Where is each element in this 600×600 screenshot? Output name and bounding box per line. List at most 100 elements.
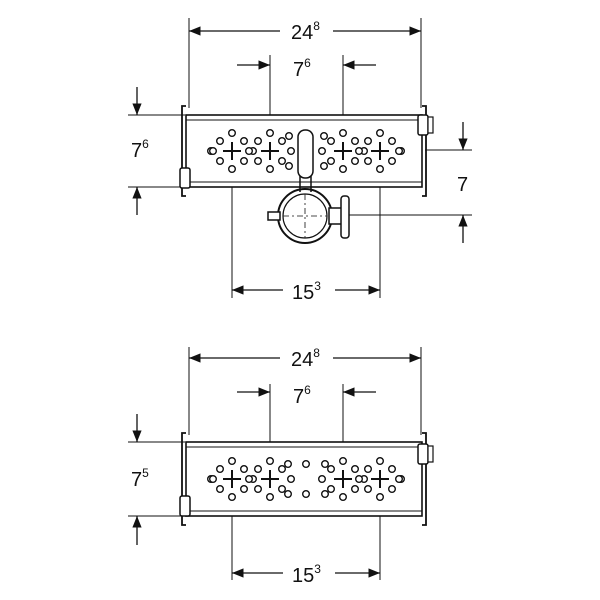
rail-hole [287,146,296,155]
dim-main: 7 [131,140,142,162]
rail-hole [376,128,385,137]
rail-hole [364,485,373,494]
dim-sup: 6 [142,137,149,151]
dim-sup: 8 [313,346,320,360]
pipe-clamp [267,176,350,244]
rail-hole [318,146,327,155]
rail-hole [266,128,275,137]
rail-hole [227,164,236,173]
rail-hole [266,164,275,173]
rail-hole [215,156,224,165]
dim-main: 7 [293,59,304,81]
rail-hole [351,465,360,474]
rail-hole [327,156,336,165]
rail-hole [278,465,287,474]
rail-hole [302,460,311,469]
dim-pipe-offset-top: 7 [457,122,468,243]
rail-hole [244,475,253,484]
rail-hole [364,156,373,165]
svg-text:153: 153 [292,562,321,587]
dim-height-bottom: 75 [131,414,149,545]
hole-pattern-top [206,128,406,173]
mounting-rail-top [179,105,434,197]
rail-hole [253,465,262,474]
rail-hole [364,136,373,145]
rail-hole [266,457,275,466]
rail-hole [376,493,385,502]
rail-hole [285,161,294,170]
rail-hole [320,131,329,140]
rail-hole [208,475,217,484]
rail-hole [395,146,404,155]
rail-hole [244,146,253,155]
top-view: 248 76 76 7 153 [128,18,472,304]
rail-hole [351,156,360,165]
dim-main: 24 [291,349,313,371]
rail-cross-mark [371,470,389,488]
rail-hole [278,156,287,165]
rail-hole [239,485,248,494]
rail-hole [321,490,330,499]
rail-hole [339,128,348,137]
rail-hole [388,156,397,165]
dim-sup: 6 [304,383,311,397]
svg-text:75: 75 [131,466,149,491]
dim-main: 15 [292,565,314,587]
rail-cross-mark [223,142,241,160]
rail-hole [287,475,296,484]
svg-text:76: 76 [131,137,149,162]
rail-cross-mark [223,470,241,488]
mounting-rail-bottom [179,432,434,526]
dim-bottom-width-bottom: 153 [232,562,380,587]
dim-main: 7 [457,174,468,196]
rail-cross-mark [334,470,352,488]
dim-height-top: 76 [131,87,149,215]
rail-hole [239,136,248,145]
rail-hole [376,457,385,466]
dim-overall-width-top: 248 [189,19,421,44]
svg-text:7: 7 [457,174,468,196]
svg-text:248: 248 [291,346,320,371]
rail-hole [339,493,348,502]
rail-hole [227,457,236,466]
svg-text:153: 153 [292,279,321,304]
rail-hole [302,490,311,499]
rail-hole [364,465,373,474]
dim-main: 24 [291,22,313,44]
rail-hole [227,493,236,502]
hole-pattern-bottom [206,457,406,502]
rail-hole [227,128,236,137]
rail-hole [208,146,217,155]
rail-hole [215,136,224,145]
rail-hole [239,465,248,474]
rail-hole [327,485,336,494]
rail-cross-mark [261,470,279,488]
dim-sup: 8 [313,19,320,33]
rail-hole [318,475,327,484]
rail-hole [215,465,224,474]
rail-hole [215,485,224,494]
dim-sup: 3 [314,279,321,293]
rail-hole [253,156,262,165]
svg-text:248: 248 [291,19,320,44]
rail-hole [253,485,262,494]
rail-hole [355,146,364,155]
bottom-view: 248 76 75 153 [128,346,434,587]
dim-bottom-width-top: 153 [232,279,380,304]
dim-inner-width-top: 76 [237,56,376,81]
rail-hole [351,485,360,494]
rail-hole [339,164,348,173]
svg-text:76: 76 [293,383,311,408]
rail-hole [388,136,397,145]
rail-hole [339,457,348,466]
dim-sup: 3 [314,562,321,576]
dim-sup: 5 [142,466,149,480]
svg-text:76: 76 [293,56,311,81]
rail-hole [278,136,287,145]
rail-hole [327,465,336,474]
dim-main: 7 [131,469,142,491]
rail-hole [284,490,293,499]
rail-cross-mark [261,142,279,160]
rail-hole [355,475,364,484]
rail-hole [320,161,329,170]
